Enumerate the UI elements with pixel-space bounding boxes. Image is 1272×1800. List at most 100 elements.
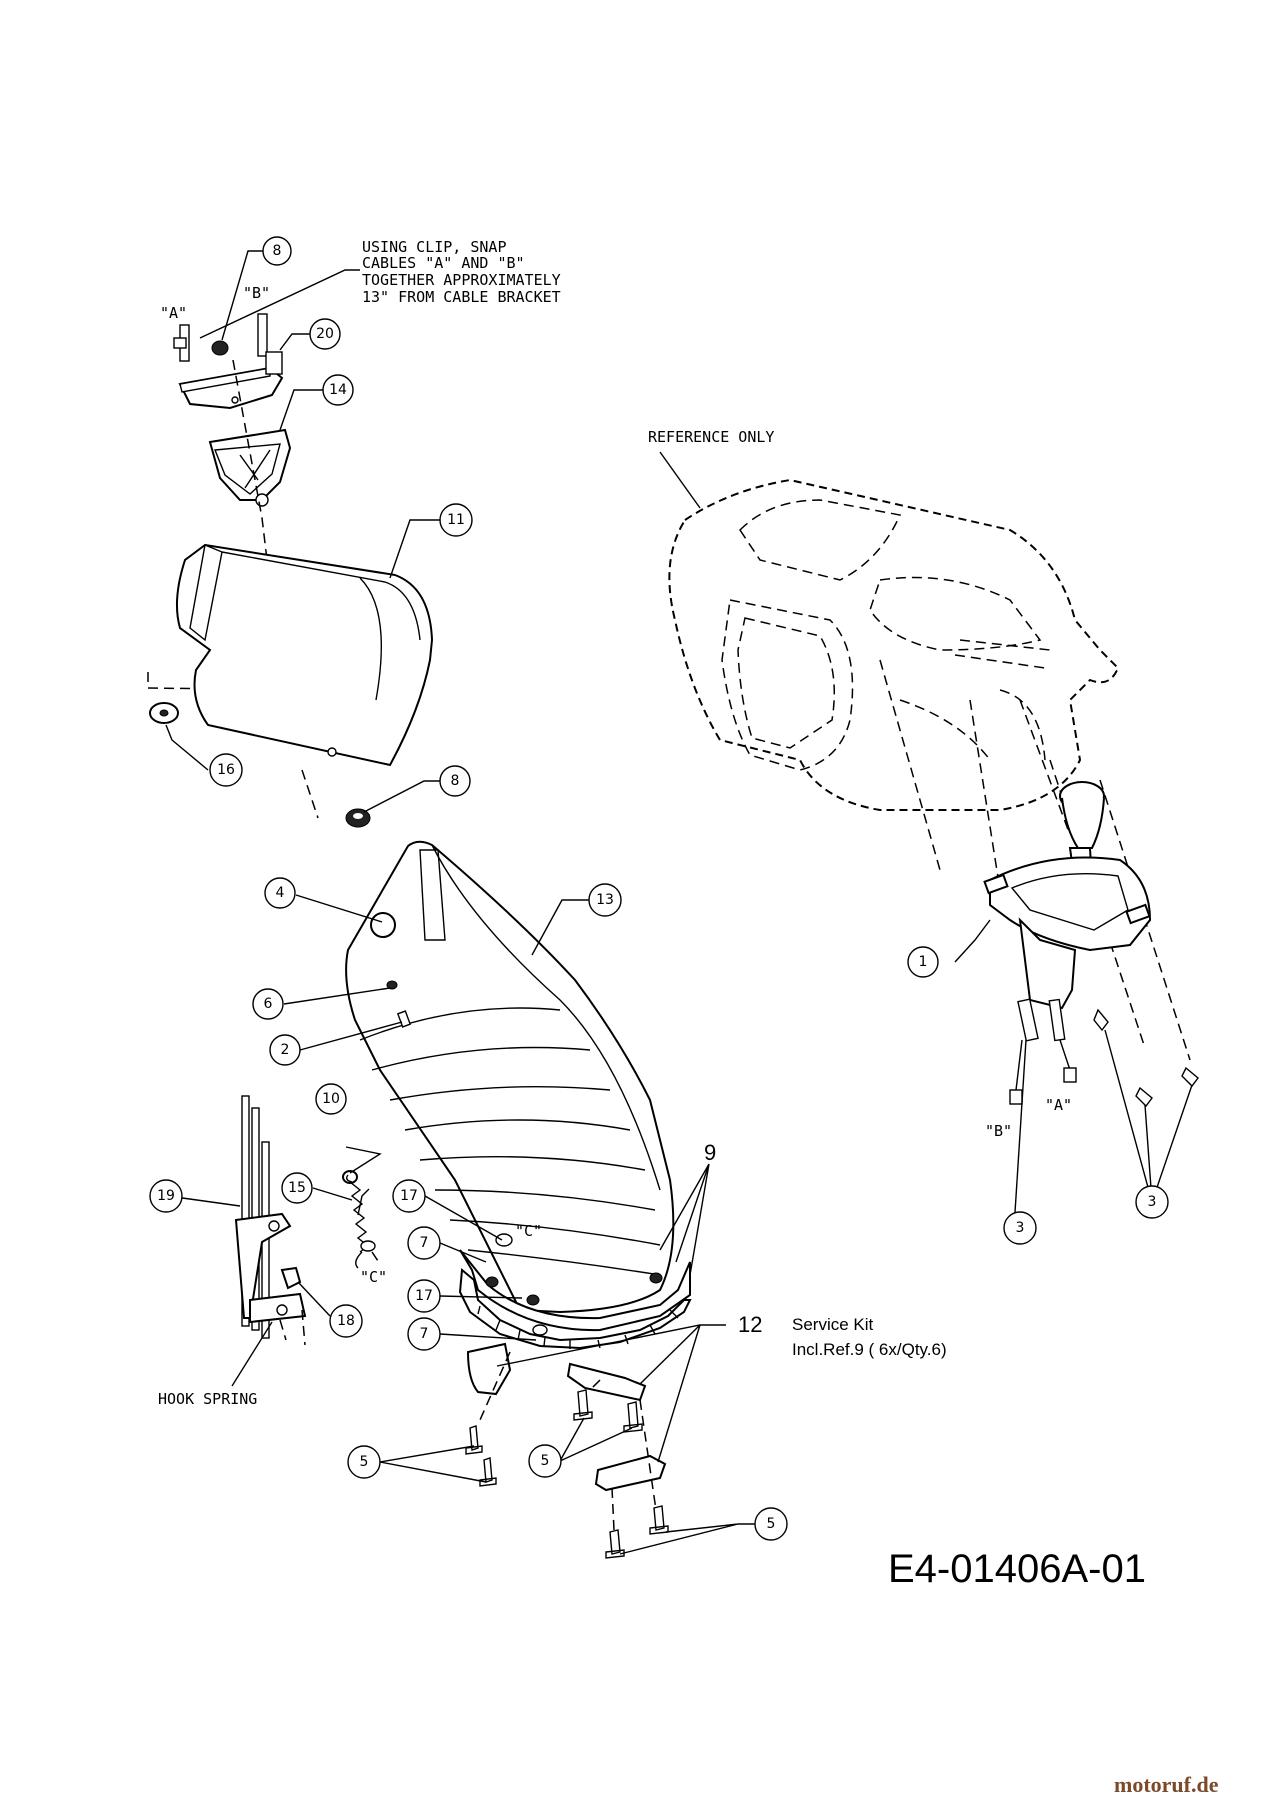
leader-1: [954, 919, 991, 963]
leader-5-bottom: [619, 1523, 756, 1555]
hook-spring-leader: [231, 1321, 273, 1387]
callout-1: 1: [907, 946, 939, 978]
cable-b-tip: [1009, 1089, 1023, 1105]
leader-17-top: [424, 1195, 503, 1241]
clip-note-line-1: USING CLIP, SNAP: [362, 238, 507, 256]
point-c-marker-spring: "C": [360, 1268, 387, 1286]
svg-text:14: 14: [329, 382, 347, 398]
cable-bracket-assembly: "A" "B": [160, 284, 284, 410]
svg-text:17: 17: [415, 1288, 433, 1304]
shift-plate-pivot: [255, 493, 269, 507]
reference-only-leader: [659, 451, 701, 509]
screw-part-3-c: [1181, 1066, 1199, 1088]
leader-13: [531, 899, 590, 956]
spring-install-lines: [279, 1309, 306, 1346]
lever-tab-left: [983, 873, 1009, 895]
reference-dash-contour: [899, 689, 1046, 761]
svg-text:8: 8: [451, 773, 460, 789]
clamp-bottom: [594, 1454, 667, 1492]
lever-housing-top: [1010, 873, 1129, 931]
leader-18: [297, 1281, 331, 1317]
chute-part-13: [345, 840, 675, 1314]
svg-text:3: 3: [1148, 1194, 1157, 1210]
leader-7-top: [439, 1242, 487, 1263]
cable-b-connector: [1017, 998, 1039, 1042]
screw-5-b: [479, 1457, 497, 1487]
base-ring-assembly: "C": [458, 1222, 692, 1350]
nut-part-6: [386, 980, 398, 990]
reference-hood: [668, 478, 1120, 811]
svg-text:1: 1: [919, 954, 928, 970]
svg-text:11: 11: [447, 512, 465, 528]
screw-part-3-b: [1135, 1086, 1153, 1108]
washer-part-10-top: [342, 1170, 358, 1184]
svg-text:7: 7: [420, 1235, 429, 1251]
cable-b-marker-top: "B": [243, 284, 270, 302]
leader-7-bottom: [439, 1333, 537, 1341]
screw-5-d: [623, 1401, 643, 1433]
leader-5-mid: [559, 1417, 633, 1462]
leader-6: [283, 987, 391, 1005]
screw-5-c: [573, 1389, 593, 1421]
reference-hood-panel-inner: [737, 617, 836, 749]
leader-15: [312, 1187, 353, 1201]
ring-bolt-1: [485, 1276, 499, 1288]
leader-17-bottom: [439, 1295, 523, 1299]
callout-leaders: [165, 250, 1193, 1555]
ring-bolt-3: [649, 1272, 663, 1284]
base-ring-lower: [458, 1268, 692, 1350]
callout-6: 6: [252, 988, 284, 1020]
leader-12: [496, 1324, 726, 1463]
nut-part-17-bottom: [532, 1324, 548, 1336]
callout-14: 14: [322, 374, 354, 406]
spring-c-line: [371, 1251, 381, 1265]
svg-text:15: 15: [288, 1180, 306, 1196]
svg-text:8: 8: [273, 243, 282, 259]
cable-bracket-edge: [179, 367, 271, 393]
cover-assembly: [176, 543, 434, 767]
svg-text:4: 4: [276, 885, 285, 901]
leader-4: [295, 894, 383, 923]
callout-5-left: 5: [347, 1445, 381, 1479]
point-c-marker-chute: "C": [515, 1222, 542, 1240]
svg-text:13: 13: [596, 892, 614, 908]
clip-note: USING CLIP, SNAP CABLES "A" AND "B" TOGE…: [199, 238, 561, 339]
bracket-hole-lower: [276, 1304, 288, 1316]
callout-3-right: 3: [1135, 1185, 1169, 1219]
spring-assembly: "C" HOOK SPRING: [158, 1095, 387, 1408]
reference-hood-vent: [739, 499, 902, 581]
cable-a-clip: [173, 337, 187, 349]
svg-text:16: 16: [217, 762, 235, 778]
reference-body: REFERENCE ONLY: [648, 428, 1120, 811]
leader-8-top: [221, 250, 263, 341]
chute-hinge: [419, 849, 446, 941]
diagram-id: E4-01406A-01: [888, 1547, 1146, 1591]
bracket-part-19: [234, 1212, 292, 1319]
nut-part-17-top: [495, 1233, 513, 1247]
callout-10: 10: [315, 1083, 347, 1115]
ring-bolt-2: [526, 1294, 540, 1306]
callout-3-left: 3: [1003, 1211, 1037, 1245]
clip-part-20: [265, 351, 283, 375]
callout-7-bottom: 7: [407, 1317, 441, 1351]
shift-lever-assembly: "B" "A": [983, 781, 1199, 1140]
reference-dash-opening: [869, 576, 1042, 651]
svg-text:19: 19: [157, 1188, 175, 1204]
part-number-9: 9: [704, 1140, 716, 1165]
svg-text:5: 5: [360, 1454, 369, 1470]
callout-2: 2: [269, 1034, 301, 1066]
screw-5-e: [605, 1529, 625, 1559]
cover-part-11-crease: [221, 551, 421, 641]
clamp-assembly: [466, 1342, 667, 1492]
svg-text:10: 10: [322, 1091, 340, 1107]
part-number-12: 12: [738, 1312, 762, 1337]
svg-text:20: 20: [316, 326, 334, 342]
chute-edge: [431, 844, 661, 1191]
callout-17-top: 17: [392, 1179, 426, 1213]
leader-5-left: [379, 1445, 487, 1483]
leader-9: [659, 1163, 710, 1276]
clip-note-line-4: 13" FROM CABLE BRACKET: [362, 288, 561, 306]
leader-14: [279, 389, 323, 431]
cable-a-marker-lever: "A": [1045, 1096, 1072, 1114]
svg-text:5: 5: [541, 1453, 550, 1469]
